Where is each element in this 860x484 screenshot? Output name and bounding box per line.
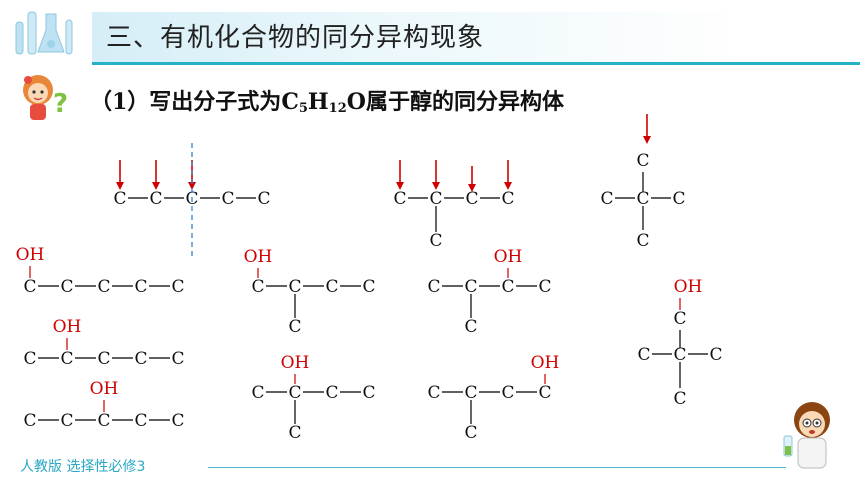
carbon-atom: C bbox=[501, 277, 514, 297]
carbon-atom: C bbox=[97, 349, 110, 369]
carbon-atom: C bbox=[464, 383, 477, 403]
carbon-atom: C bbox=[134, 277, 147, 297]
carbon-atom: C bbox=[23, 411, 36, 431]
lab-glassware-icon bbox=[15, 11, 73, 55]
carbon-atom: C bbox=[429, 231, 442, 251]
formula-h-count: 12 bbox=[328, 101, 347, 116]
hydroxyl-label: OH bbox=[90, 379, 119, 399]
carbon-atom: C bbox=[636, 231, 649, 251]
carbon-atom: C bbox=[464, 423, 477, 443]
hydroxyl-label: OH bbox=[674, 277, 703, 297]
header-underline bbox=[92, 62, 860, 65]
carbon-atom: C bbox=[171, 349, 184, 369]
arrowhead bbox=[116, 182, 124, 190]
carbon-atom: C bbox=[501, 383, 514, 403]
carbon-atom: C bbox=[221, 189, 234, 209]
carbon-atom: C bbox=[97, 277, 110, 297]
carbon-atom: C bbox=[709, 345, 722, 365]
carbon-atom: C bbox=[97, 411, 110, 431]
carbon-atom: C bbox=[251, 277, 264, 297]
hydroxyl-label: OH bbox=[494, 247, 523, 267]
footer-text: 人教版 选择性必修3 bbox=[20, 459, 146, 475]
carbon-atom: C bbox=[325, 383, 338, 403]
carbon-atom: C bbox=[672, 189, 685, 209]
hydroxyl-label: OH bbox=[16, 245, 45, 265]
carbon-atom: C bbox=[171, 411, 184, 431]
carbon-atom: C bbox=[465, 189, 478, 209]
carbon-atom: C bbox=[393, 189, 406, 209]
carbon-atom: C bbox=[673, 389, 686, 409]
carbon-atom: C bbox=[538, 383, 551, 403]
carbon-atom: C bbox=[501, 189, 514, 209]
formula-h: H bbox=[307, 89, 329, 115]
formula-c-count: 5 bbox=[298, 101, 308, 116]
carbon-atom: C bbox=[362, 383, 375, 403]
subtitle-suffix: 属于醇的同分异构体 bbox=[365, 89, 564, 115]
arrowhead bbox=[188, 182, 196, 190]
carbon-atom: C bbox=[23, 277, 36, 297]
arrowhead bbox=[396, 182, 404, 190]
carbon-atom: C bbox=[538, 277, 551, 297]
hydroxyl-label: OH bbox=[531, 353, 560, 373]
carbon-atom: C bbox=[171, 277, 184, 297]
carbon-atom: C bbox=[325, 277, 338, 297]
carbon-atom: C bbox=[673, 345, 686, 365]
girl-thinking-icon: ? bbox=[23, 75, 68, 120]
carbon-atom: C bbox=[60, 411, 73, 431]
page-title: 三、有机化合物的同分异构现象 bbox=[106, 23, 485, 53]
subtitle-prefix: （1）写出分子式为 bbox=[90, 89, 282, 115]
formula-c: C bbox=[281, 89, 299, 115]
carbon-atom: C bbox=[464, 317, 477, 337]
carbon-atom: C bbox=[600, 189, 613, 209]
carbon-atom: C bbox=[60, 277, 73, 297]
formula-o: O bbox=[346, 89, 366, 115]
carbon-atom: C bbox=[288, 423, 301, 443]
carbon-atom: C bbox=[288, 277, 301, 297]
carbon-atom: C bbox=[636, 189, 649, 209]
carbon-atom: C bbox=[636, 151, 649, 171]
carbon-atom: C bbox=[637, 345, 650, 365]
scientist-boy-icon bbox=[783, 402, 830, 469]
header: 三、有机化合物的同分异构现象 bbox=[0, 0, 860, 66]
carbon-atom: C bbox=[288, 383, 301, 403]
carbon-atom: C bbox=[60, 349, 73, 369]
arrowhead bbox=[504, 182, 512, 190]
carbon-atom: C bbox=[464, 277, 477, 297]
hydroxyl-label: OH bbox=[244, 247, 273, 267]
carbon-atom: C bbox=[251, 383, 264, 403]
carbon-atom: C bbox=[149, 189, 162, 209]
arrowhead bbox=[468, 184, 476, 192]
hydroxyl-label: OH bbox=[53, 317, 82, 337]
carbon-atom: C bbox=[134, 349, 147, 369]
footer-line bbox=[208, 467, 786, 468]
header-band bbox=[92, 12, 860, 62]
carbon-atom: C bbox=[23, 349, 36, 369]
arrowhead bbox=[152, 182, 160, 190]
subtitle: （1）写出分子式为C5H12O属于醇的同分异构体 bbox=[90, 84, 564, 116]
carbon-atom: C bbox=[429, 189, 442, 209]
arrowhead bbox=[643, 136, 651, 144]
carbon-atom: C bbox=[427, 277, 440, 297]
carbon-atom: C bbox=[288, 317, 301, 337]
carbon-atom: C bbox=[427, 383, 440, 403]
arrowhead bbox=[432, 182, 440, 190]
carbon-atom: C bbox=[113, 189, 126, 209]
carbon-atom: C bbox=[257, 189, 270, 209]
carbon-atom: C bbox=[673, 309, 686, 329]
svg-text:?: ? bbox=[53, 89, 68, 119]
carbon-atom: C bbox=[134, 411, 147, 431]
hydroxyl-label: OH bbox=[281, 353, 310, 373]
carbon-atom: C bbox=[362, 277, 375, 297]
